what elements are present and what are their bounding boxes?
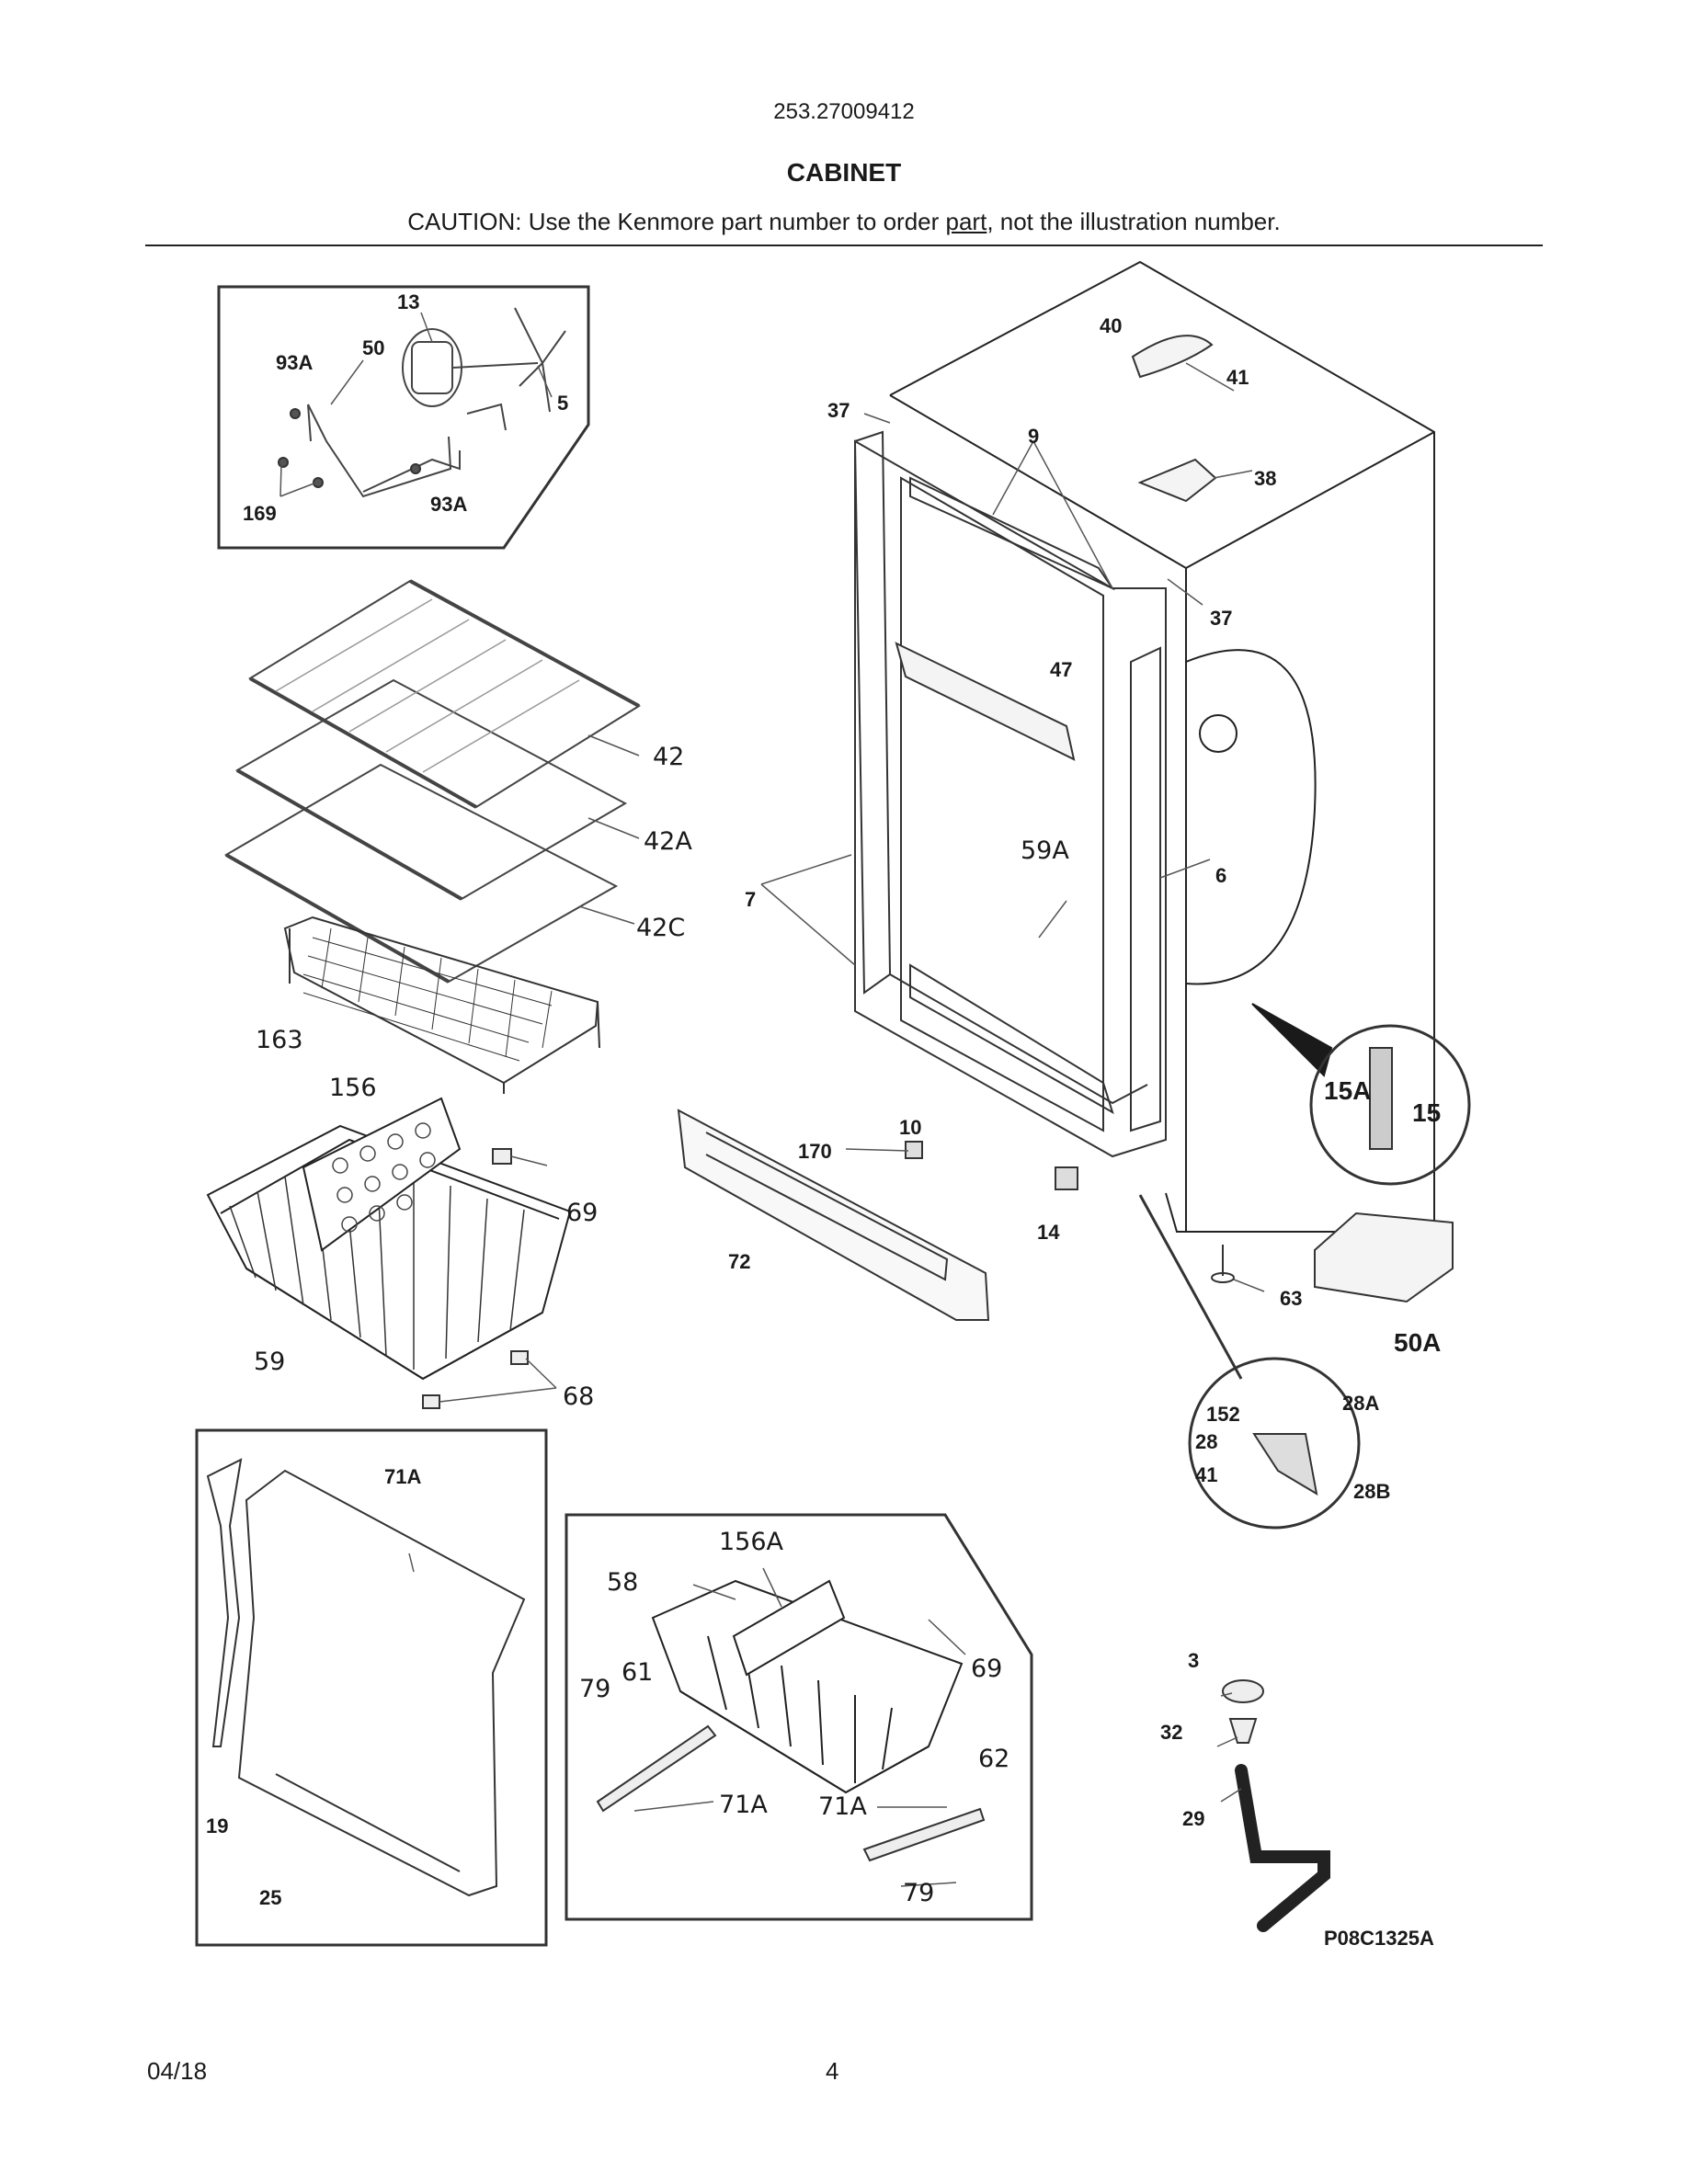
evaporator-fan-motor [307,307,566,498]
callout-15: 15 [1412,1098,1441,1127]
drain-plug-3-32 [1222,1679,1264,1744]
callout-61: 61 [622,1658,653,1687]
wire-shelf-163 [283,916,600,1094]
callout-41-top: 41 [1226,366,1249,389]
footer-date: 04/18 [147,2057,208,2085]
callout-28b: 28B [1353,1480,1390,1503]
fan-motor-inset-box [217,285,590,550]
basket-58 [651,1579,964,1794]
switch-14 [905,1141,1078,1190]
callout-37-right: 37 [1210,607,1232,630]
callout-38: 38 [1254,467,1276,490]
callout-59: 59 [254,1348,285,1376]
small-basket-inset-box [565,1513,1033,1921]
callout-42c: 42C [636,914,685,942]
callout-69-top: 69 [566,1199,598,1227]
callout-3: 3 [1188,1649,1199,1672]
caution-prefix: CAUTION: Use the Kenmore part number to … [407,208,946,235]
door-gasket [853,430,1161,1132]
callout-68: 68 [563,1382,594,1411]
grille-detail-circle [1251,1003,1471,1186]
callout-79-bot: 79 [903,1879,934,1907]
callout-156a: 156A [719,1528,784,1556]
callout-50a: 50A [1394,1328,1441,1357]
callout-63: 63 [1280,1287,1302,1310]
gasket-19 [206,1458,243,1747]
drain-pan-50a [1314,1211,1454,1303]
shelf-lines [275,598,580,773]
callout-7: 7 [745,888,756,911]
caution-suffix: , not the illustration number. [987,208,1281,235]
callout-170: 170 [798,1140,832,1163]
callout-10: 10 [899,1116,921,1139]
callout-25: 25 [259,1886,281,1909]
callout-93a-top: 93A [276,351,313,374]
caution-text: CAUTION: Use the Kenmore part number to … [0,208,1688,236]
callout-71a-right: 71A [818,1792,867,1821]
caution-part-link[interactable]: part [945,208,987,235]
callout-14: 14 [1037,1221,1060,1244]
callout-13: 13 [397,290,419,313]
hinge-cover-40 [1131,335,1214,379]
rail-62 [862,1807,986,1862]
callout-79-top: 79 [579,1675,610,1703]
callout-15a: 15A [1324,1076,1371,1105]
section-title: CABINET [786,158,902,187]
callout-42a: 42A [644,827,692,856]
cabinet-liner [854,439,1167,1158]
callout-58: 58 [607,1568,638,1597]
leader-lines [279,312,1265,1887]
evaporator-cover-47 [895,642,1076,761]
callout-40: 40 [1100,314,1122,337]
callout-19: 19 [206,1814,228,1837]
callout-labels: 13 50 93A 5 169 93A 42 42A 42C 163 156 6… [206,290,1441,1950]
callout-28a: 28A [1342,1392,1379,1415]
divider-156 [302,1097,462,1252]
callout-47: 47 [1050,658,1072,681]
model-number: 253.27009412 [773,99,915,124]
wire-shelf-grid [302,927,553,1062]
callout-169: 169 [243,502,277,525]
callout-71a-left: 71A [719,1791,768,1819]
callout-32: 32 [1160,1721,1182,1744]
callout-152: 152 [1206,1403,1240,1426]
callout-29: 29 [1182,1807,1204,1830]
hinge-detail-circle [1138,1194,1361,1530]
shelf-42c [223,763,619,984]
drain-tube-29 [1235,1764,1330,1932]
callout-5: 5 [557,392,568,415]
shelf-42 [248,579,641,809]
callout-69-basket: 69 [971,1655,1002,1683]
cabinet-body [889,260,1435,1233]
rail-61 [596,1724,717,1813]
callout-93a-bot: 93A [430,493,467,516]
callout-9: 9 [1028,425,1039,448]
divider-156a [732,1579,846,1677]
callout-42: 42 [653,743,684,771]
leveling-leg-63 [1211,1245,1235,1283]
callout-62: 62 [978,1745,1009,1773]
header-rule [145,245,1543,246]
callout-163: 163 [256,1026,303,1054]
back-panel-25 [237,1469,526,1897]
callout-72: 72 [728,1250,750,1273]
callout-50: 50 [362,336,384,359]
kick-plate-72 [677,1109,990,1321]
callout-156: 156 [329,1074,377,1102]
drawing-code: P08C1325A [1324,1927,1434,1950]
callout-71a-panel: 71A [384,1465,421,1488]
shelf-42a [234,678,628,901]
footer-page-number: 4 [826,2057,839,2085]
callout-37-top: 37 [827,399,850,422]
top-hinge-38 [1137,458,1217,503]
back-panel-inset-box [195,1428,548,1947]
callout-59a: 59A [1021,836,1069,865]
callout-6: 6 [1215,864,1226,887]
callout-41-hinge: 41 [1195,1463,1217,1486]
callout-28: 28 [1195,1430,1217,1453]
basket-59 [206,1124,572,1381]
